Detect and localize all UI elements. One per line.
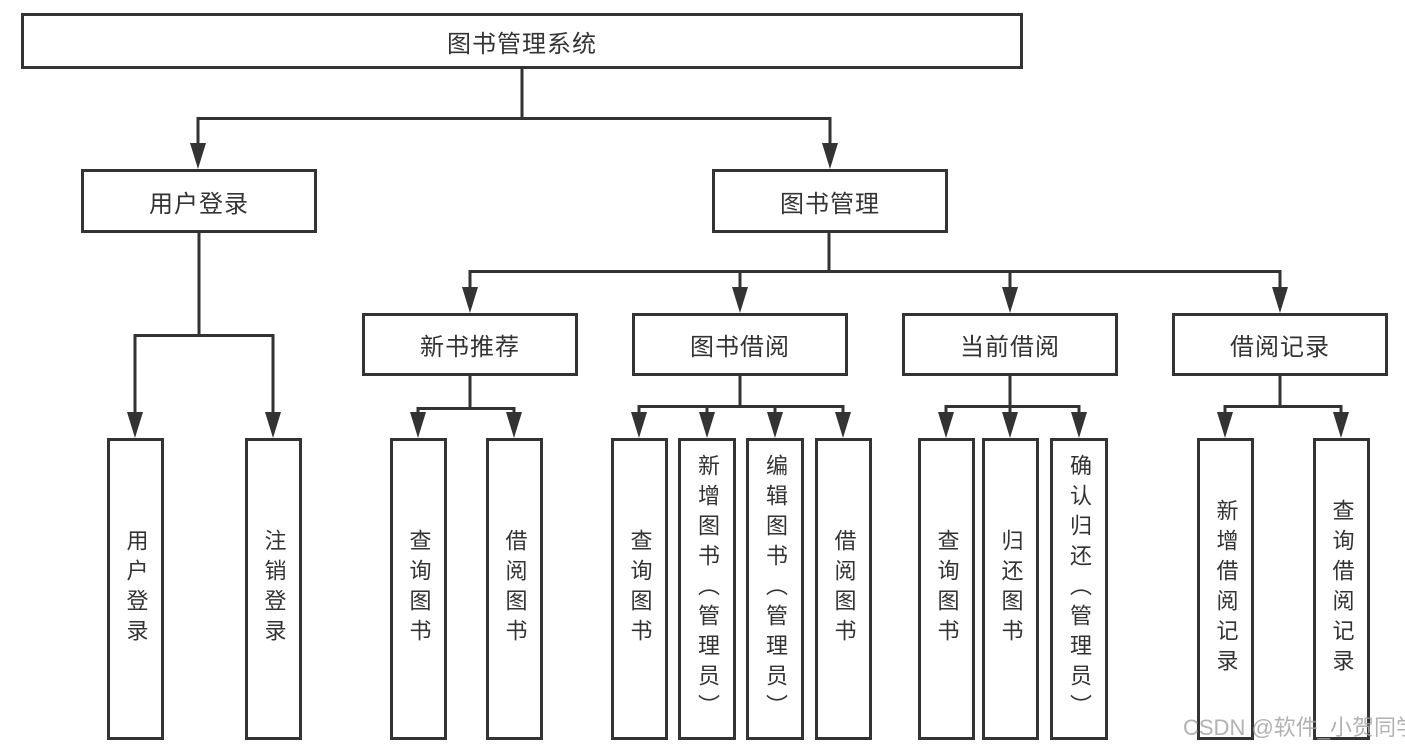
node-borrowing-records: 借阅记录	[1172, 313, 1388, 376]
leaf-add-borrow-record: 新增借阅记录	[1197, 438, 1254, 740]
node-book-borrowing: 图书借阅	[632, 313, 848, 376]
csdn-watermark: CSDN @软件_小贺同学	[1183, 715, 1405, 740]
leaf-confirm-return-admin: 确认归还（管理员）	[1050, 438, 1108, 740]
leaf-return-book: 归还图书	[982, 438, 1039, 740]
leaf-query-books-newbook: 查询图书	[390, 438, 447, 740]
connector-borrow-to-leaves	[631, 376, 851, 438]
leaf-borrow-books-newbook: 借阅图书	[486, 438, 543, 740]
leaf-query-books-current: 查询图书	[918, 438, 975, 740]
leaf-borrow-books-borrow: 借阅图书	[815, 438, 872, 740]
node-user-login-branch: 用户登录	[81, 169, 317, 233]
leaf-query-borrow-record: 查询借阅记录	[1313, 438, 1370, 740]
leaf-user-login: 用户登录	[107, 438, 164, 740]
node-new-book-recommend: 新书推荐	[362, 313, 578, 376]
leaf-add-book-admin: 新增图书（管理员）	[678, 438, 736, 740]
leaf-logout: 注销登录	[245, 438, 302, 740]
connector-current-to-leaves	[938, 376, 1087, 438]
node-root-system: 图书管理系统	[21, 13, 1023, 69]
leaf-query-books-borrow: 查询图书	[611, 438, 668, 740]
leaf-edit-book-admin: 编辑图书（管理员）	[746, 438, 804, 740]
node-book-management-branch: 图书管理	[712, 169, 948, 233]
node-current-borrowing: 当前借阅	[902, 313, 1118, 376]
connector-newbook-to-leaves	[410, 376, 522, 438]
connector-bookmgmt-to-modules	[462, 233, 1288, 313]
connector-userlogin-to-leaves	[127, 233, 281, 438]
connector-root-to-level1	[190, 69, 838, 169]
connector-records-to-leaves	[1217, 376, 1349, 438]
